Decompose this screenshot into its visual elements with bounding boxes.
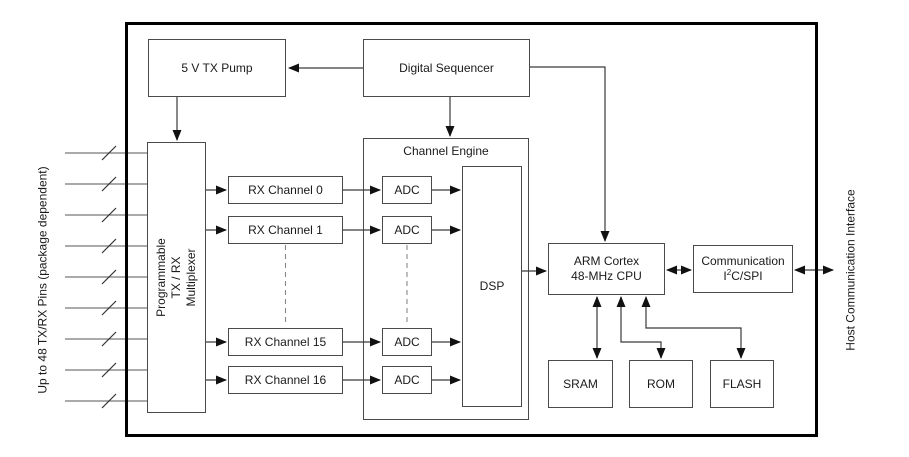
- 5v-tx-pump-label: 5 V TX Pump: [181, 60, 253, 75]
- rom-label: ROM: [647, 376, 675, 391]
- node-digital-sequencer: Digital Sequencer: [363, 39, 530, 97]
- i2c-rest: C/SPI: [731, 269, 763, 283]
- node-dsp: DSP: [462, 166, 522, 407]
- arm-cortex-cpu-label: ARM Cortex 48-MHz CPU: [571, 254, 642, 283]
- bus-slash-marks: [101, 145, 117, 409]
- sram-label: SRAM: [563, 376, 598, 391]
- adc-1-label: ADC: [394, 222, 420, 237]
- connector-cpu-flash: [641, 296, 746, 359]
- rx-channel-0-label: RX Channel 0: [248, 182, 323, 197]
- node-communication: Communication I2C/SPI: [693, 245, 793, 293]
- node-tx-rx-multiplexer: Programmable TX / RX Multiplexer: [147, 142, 206, 413]
- host-interface-label-wrap: Host Communication Interface: [828, 150, 874, 390]
- host-interface-label: Host Communication Interface: [844, 189, 858, 351]
- adc-15-label: ADC: [394, 334, 420, 349]
- node-arm-cortex-cpu: ARM Cortex 48-MHz CPU: [548, 243, 665, 295]
- adc-16-label: ADC: [394, 372, 420, 387]
- node-rx-channel-15: RX Channel 15: [228, 328, 343, 356]
- connector-cpu-rom: [616, 296, 666, 359]
- node-adc-15: ADC: [382, 328, 432, 356]
- channel-engine-label: Channel Engine: [403, 144, 489, 158]
- communication-label: Communication I2C/SPI: [701, 254, 784, 284]
- node-rx-channel-0: RX Channel 0: [228, 176, 343, 204]
- dsp-label: DSP: [479, 279, 505, 293]
- node-adc-16: ADC: [382, 366, 432, 394]
- node-adc-0: ADC: [382, 176, 432, 204]
- i2c-base: I: [723, 269, 727, 283]
- rx-channel-16-label: RX Channel 16: [244, 372, 327, 387]
- node-5v-tx-pump: 5 V TX Pump: [148, 39, 286, 97]
- communication-label-line2: I2C/SPI: [701, 269, 784, 284]
- adc-0-label: ADC: [394, 182, 420, 197]
- pin-bus-lines: [65, 152, 147, 402]
- node-rom: ROM: [629, 360, 693, 408]
- node-flash: FLASH: [710, 360, 774, 408]
- left-pins-label-wrap: Up to 48 TX/RX Pins (package dependent): [18, 140, 68, 420]
- left-pins-label: Up to 48 TX/RX Pins (package dependent): [36, 166, 50, 394]
- node-adc-1: ADC: [382, 216, 432, 244]
- flash-label: FLASH: [722, 376, 762, 391]
- node-sram: SRAM: [548, 360, 613, 408]
- node-rx-channel-1: RX Channel 1: [228, 216, 343, 244]
- node-rx-channel-16: RX Channel 16: [228, 366, 343, 394]
- tx-rx-multiplexer-label: Programmable TX / RX Multiplexer: [154, 238, 199, 317]
- rx-channel-1-label: RX Channel 1: [248, 222, 323, 237]
- communication-label-line1: Communication: [701, 254, 785, 268]
- digital-sequencer-label: Digital Sequencer: [399, 60, 494, 75]
- i2c-sup: 2: [726, 268, 732, 277]
- connector-sequencer-to-cpu: [530, 66, 610, 242]
- rx-channel-15-label: RX Channel 15: [244, 334, 327, 349]
